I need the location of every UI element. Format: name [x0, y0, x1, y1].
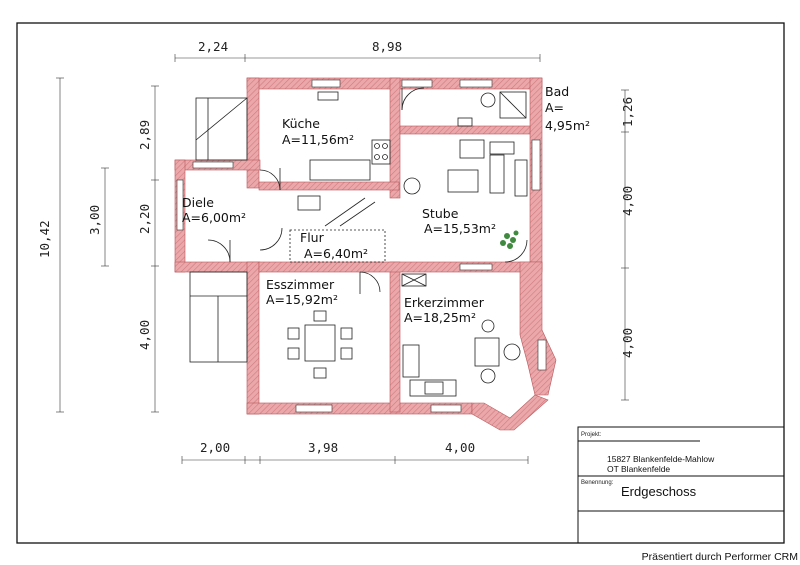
room-name-diele: Diele: [182, 195, 214, 210]
room-name-kueche: Küche: [282, 116, 320, 131]
dim-bottom-1: 2,00: [200, 440, 230, 455]
room-area-diele: A=6,00m²: [182, 210, 246, 225]
footer-credit: Präsentiert durch Performer CRM: [641, 551, 798, 563]
room-area-erkerzimmer: A=18,25m²: [404, 310, 476, 325]
room-area-label-bad: A=: [545, 100, 564, 115]
dim-right-3: 4,00: [620, 328, 635, 358]
room-area-flur: A=6,40m²: [304, 246, 368, 261]
dim-bottom-3: 4,00: [445, 440, 475, 455]
dim-top-right: 8,98: [372, 39, 402, 54]
walls: [174, 77, 557, 431]
dim-left-mid: 3,00: [87, 205, 102, 235]
dimension-lines: [56, 54, 629, 464]
room-name-stube: Stube: [422, 206, 459, 221]
fixtures: [189, 87, 528, 397]
dim-top-left: 2,24: [198, 39, 228, 54]
dim-left-inner-2: 2,20: [137, 204, 152, 234]
projekt-label: Projekt:: [581, 432, 602, 438]
room-area-esszimmer: A=15,92m²: [266, 292, 338, 307]
drawing-frame: [16, 22, 785, 544]
room-area-kueche: A=11,56m²: [282, 132, 354, 147]
room-name-bad: Bad: [545, 84, 569, 99]
room-area-stube: A=15,53m²: [424, 221, 496, 236]
wall-openings: [176, 79, 547, 413]
title-block: [577, 426, 785, 544]
dim-left-outer: 10,42: [37, 220, 52, 258]
room-name-esszimmer: Esszimmer: [266, 277, 335, 292]
benennung-label: Benennung:: [581, 480, 614, 486]
dim-left-inner-1: 2,89: [137, 120, 152, 150]
dim-right-1: 1,26: [620, 97, 635, 127]
dim-left-inner-3: 4,00: [137, 320, 152, 350]
project-address-line2: OT Blankenfelde: [607, 464, 670, 474]
dim-bottom-2: 3,98: [308, 440, 338, 455]
room-name-erkerzimmer: Erkerzimmer: [404, 295, 485, 310]
dim-right-2: 4,00: [620, 186, 635, 216]
plant-icon: [500, 230, 519, 249]
room-area-value-bad: 4,95m²: [545, 118, 590, 133]
room-name-flur: Flur: [300, 230, 325, 245]
drawing-title: Erdgeschoss: [621, 484, 697, 499]
project-address-line1: 15827 Blankenfelde-Mahlow: [607, 454, 715, 464]
